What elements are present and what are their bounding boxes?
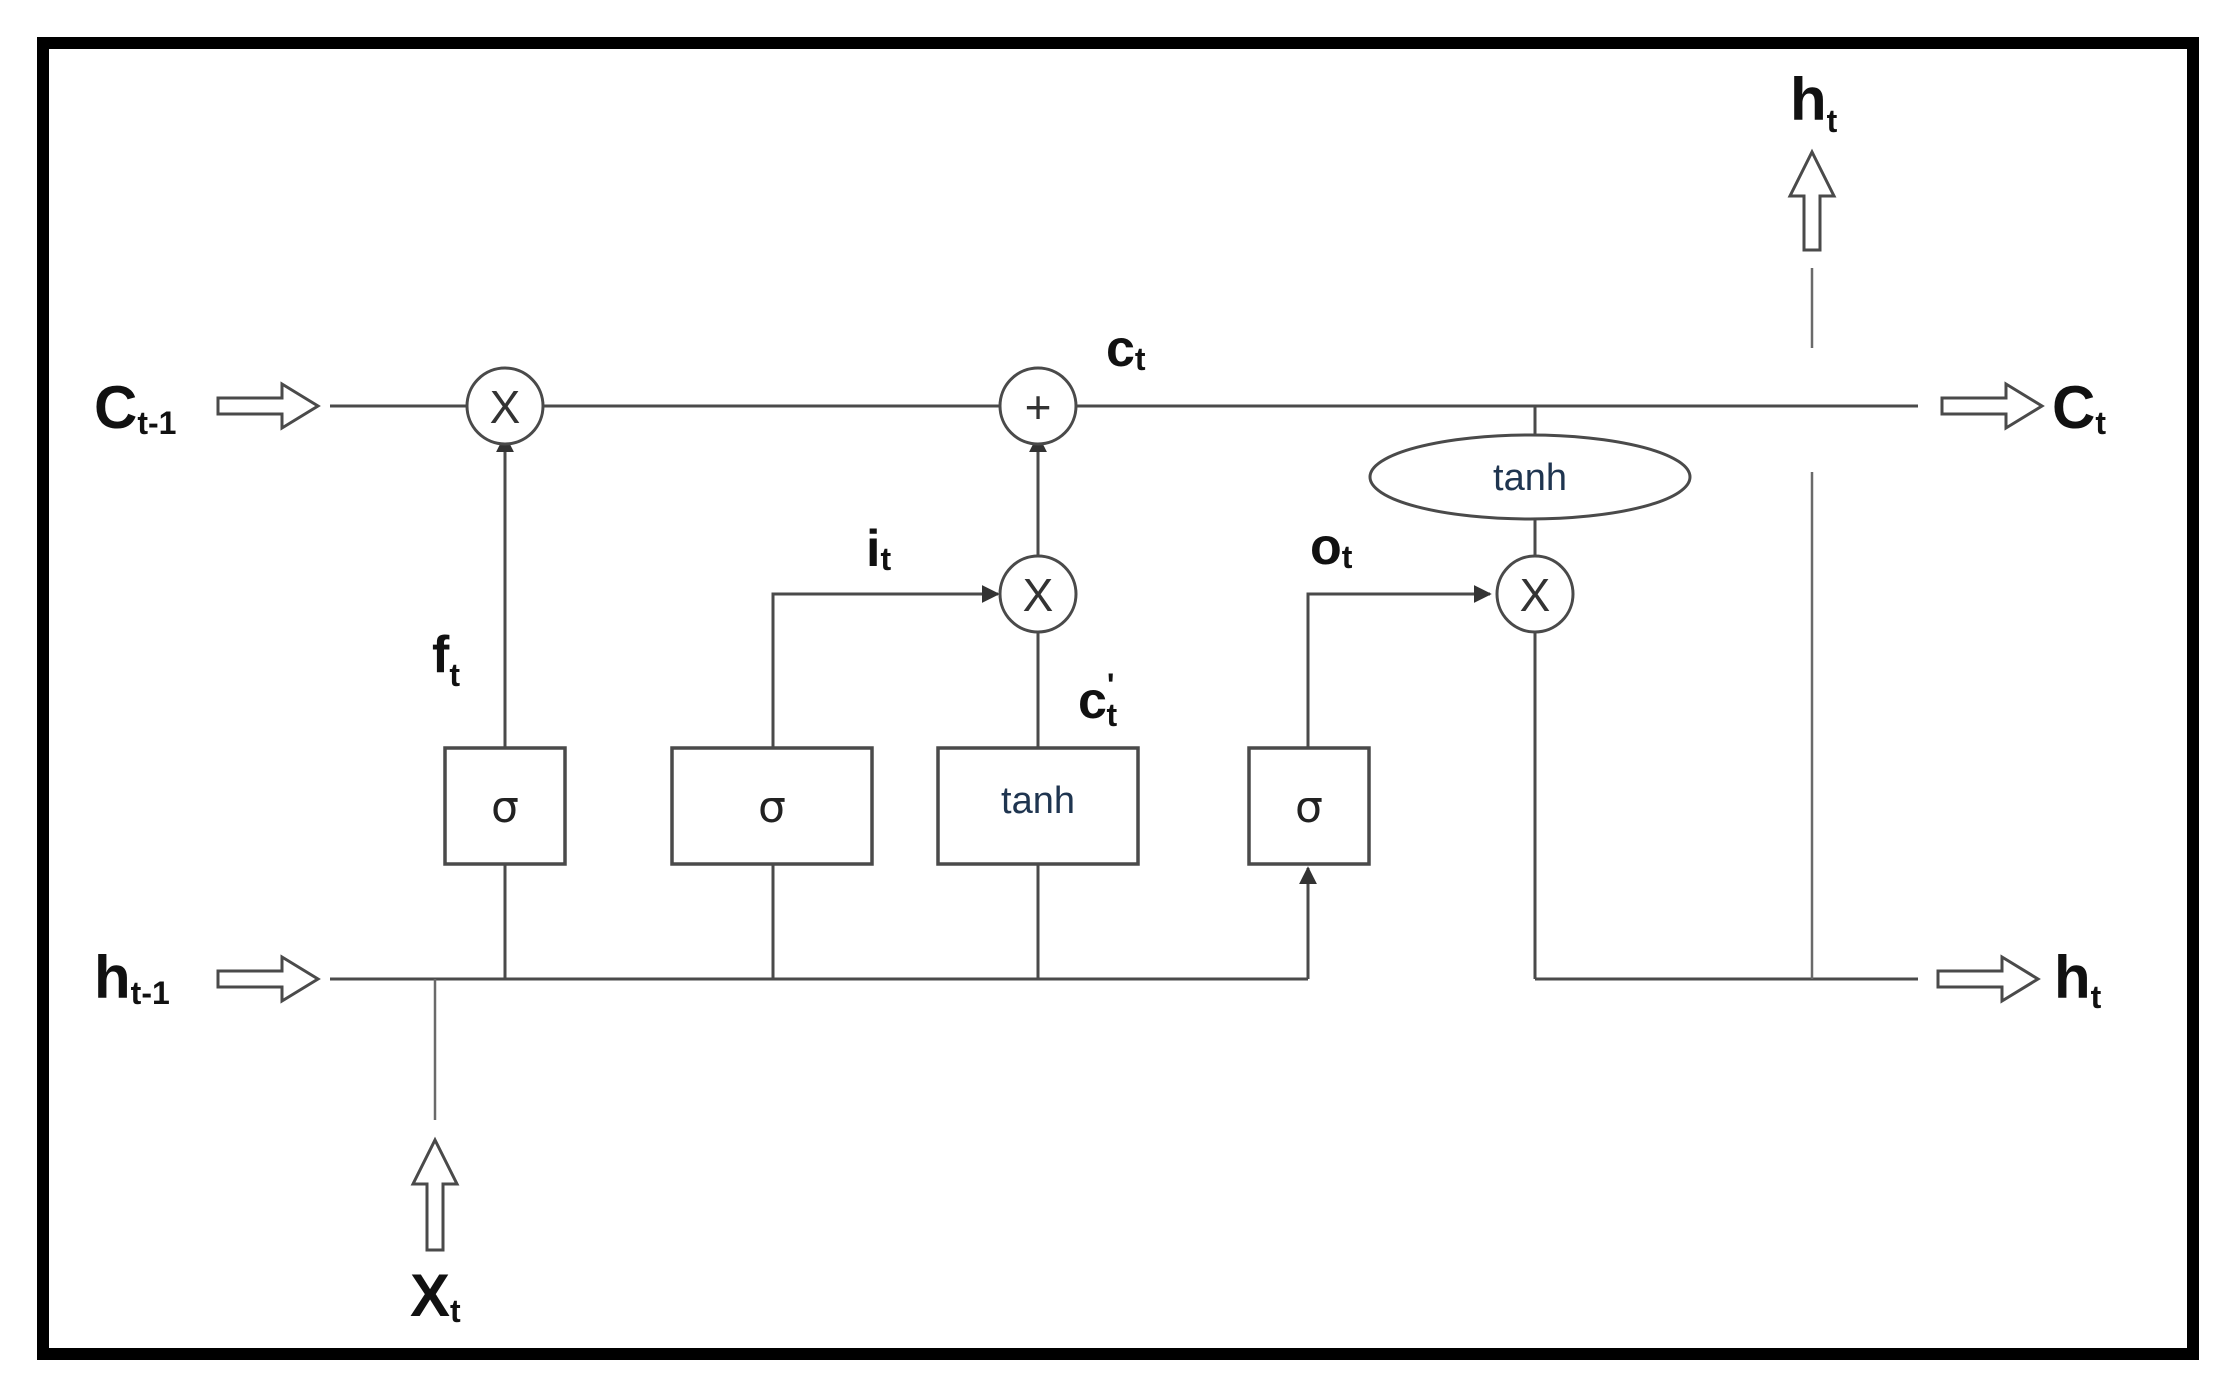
diagram-frame [37,37,2199,1360]
input-multiply-node: X [998,554,1078,634]
x-input-label: Xt [410,1262,461,1329]
candidate-gate-box: tanh [936,746,1140,866]
cell-add-node: + [998,366,1078,446]
output-gate-output-label: ot [1310,518,1353,576]
forget-gate-label: σ [491,782,519,833]
output-multiply-node: X [1495,554,1575,634]
cell-tanh-ellipse: tanh [1368,433,1692,521]
input-gate-output-line [771,585,1000,748]
forget-gate-output-label: ft [432,626,460,693]
candidate-output-label: c't [1078,667,1118,733]
input-gate-output-label: it [866,520,891,578]
output-gate-output-line [1306,585,1492,748]
multiply-symbol: X [490,381,521,433]
c-out-label: Ct [2052,374,2106,441]
h-prev-arrow-icon [216,954,321,1004]
candidate-gate-label: tanh [1001,780,1075,822]
multiply-symbol: X [1023,569,1054,621]
h-top-arrow-icon [1787,148,1837,252]
input-gate-box: σ [670,746,874,866]
h-out-arrow-icon [1936,954,2041,1004]
forget-gate-box: σ [443,746,567,866]
multiply-symbol: X [1520,569,1551,621]
c-prev-arrow-icon [216,381,321,431]
output-gate-label: σ [1295,782,1323,833]
cell-tanh-label: tanh [1493,457,1567,499]
output-gate-box: σ [1247,746,1371,866]
x-input-arrow-icon [410,1136,460,1252]
h-top-label: ht [1790,66,1838,139]
h-prev-label: ht-1 [94,944,170,1011]
forget-multiply-node: X [465,366,545,446]
input-gate-label: σ [758,782,786,833]
add-symbol: + [1025,381,1052,433]
h-out-label: ht [2054,944,2102,1015]
c-prev-label: Ct-1 [94,374,176,441]
cell-state-label: ct [1106,320,1146,378]
c-out-arrow-icon [1940,381,2045,431]
